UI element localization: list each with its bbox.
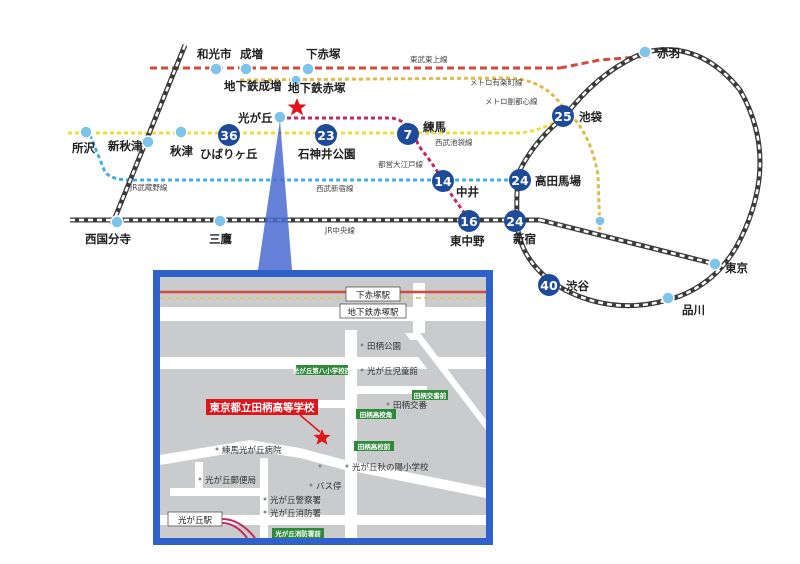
label-chikatetsu-akatsuka: 地下鉄赤塚 bbox=[288, 81, 346, 95]
inset-chikatetsu-akatsuka: 地下鉄赤塚駅 bbox=[347, 307, 399, 318]
label-akabane: 赤羽 bbox=[657, 46, 680, 60]
badge-nerima: 7 bbox=[404, 127, 413, 142]
inset-tagara-koban: 田柄交番 bbox=[393, 400, 428, 411]
label-tokorozawa: 所沢 bbox=[72, 141, 95, 155]
label-shimoakatsuka: 下赤塚 bbox=[306, 47, 341, 61]
time-badges: 36 23 7 25 14 24 16 24 40 bbox=[218, 105, 574, 296]
badge-hibarigaoka: 36 bbox=[220, 128, 238, 143]
inset-aki-no-hi: 光が丘秋の陽小学校 bbox=[352, 462, 429, 473]
badge-nakai: 14 bbox=[434, 174, 452, 189]
label-chuo: JR中央線 bbox=[324, 225, 355, 235]
label-shinakitsu: 新秋津 bbox=[108, 139, 143, 153]
inset-shimoakatsuka: 下赤塚駅 bbox=[356, 291, 391, 301]
label-shakujii: 石神井公園 bbox=[297, 147, 356, 161]
sign-tagara-koban: 田柄交番前 bbox=[414, 391, 447, 400]
badge-higashinakano: 16 bbox=[460, 214, 478, 229]
label-shinjuku: 新宿 bbox=[513, 232, 536, 246]
label-yurakucho: メトロ有楽町線 bbox=[470, 77, 523, 87]
station-dots bbox=[79, 45, 722, 305]
inset-jidokan: 光が丘児童館 bbox=[367, 366, 418, 377]
seibu-ikebukuro-line: 西武池袋線 bbox=[68, 114, 566, 147]
label-hibarigaoka: ひばりヶ丘 bbox=[200, 147, 258, 161]
badge-takadanobaba: 24 bbox=[511, 173, 529, 188]
station-labels: 和光市 成増 地下鉄成増 下赤塚 地下鉄赤塚 光が丘 練馬 石神井公園 ひばりヶ… bbox=[72, 46, 748, 317]
label-ikebukuro: 池袋 bbox=[579, 110, 602, 124]
label-narimasu: 成増 bbox=[240, 47, 263, 61]
inset-bus-stop: バス停 bbox=[316, 481, 342, 492]
label-mitaka: 三鷹 bbox=[209, 232, 232, 246]
inset-police: 光が丘警察署 bbox=[270, 495, 322, 506]
label-nakai: 中井 bbox=[456, 185, 479, 199]
sign-fire-front: 光が丘消防署前 bbox=[274, 529, 321, 538]
jr-yamanote-line bbox=[514, 47, 763, 309]
sign-tagara-hs-front: 田柄高校前 bbox=[358, 442, 391, 451]
inset-fire: 光が丘消防署 bbox=[270, 508, 322, 519]
label-takadanobaba: 高田馬場 bbox=[535, 174, 581, 188]
label-seibu-shinjuku: 西武新宿線 bbox=[316, 183, 354, 193]
inset-hikarigaoka-station: 光が丘駅 bbox=[178, 515, 213, 526]
label-oedo: 都営大江戸線 bbox=[378, 159, 423, 169]
label-shibuya: 渋谷 bbox=[566, 279, 589, 293]
inset-school-label: 東京都立田柄高等学校 bbox=[210, 401, 315, 414]
label-musashino: JR武蔵野線 bbox=[129, 182, 168, 192]
label-akitsu: 秋津 bbox=[170, 144, 193, 158]
inset-map: 下赤塚駅 地下鉄赤塚駅 光が丘駅 光が丘第八小学校西 田柄交番前 田柄高校角 田… bbox=[153, 270, 493, 545]
label-fukutoshin: メトロ副都心線 bbox=[485, 96, 538, 106]
inset-tagara-park: 田柄公園 bbox=[367, 341, 401, 352]
inset-school-star-icon bbox=[313, 429, 331, 445]
sign-8th-school: 光が丘第八小学校西 bbox=[292, 366, 352, 375]
badge-shinjuku: 24 bbox=[506, 214, 524, 229]
label-shinagawa: 品川 bbox=[682, 303, 705, 317]
label-hikarigaoka: 光が丘 bbox=[237, 111, 273, 125]
label-seibu-ikebukuro: 西武池袋線 bbox=[435, 137, 473, 147]
inset-post-office: 光が丘郵便局 bbox=[205, 475, 256, 486]
inset-nerima-hospital: 練馬光が丘病院 bbox=[222, 445, 282, 456]
badge-shibuya: 40 bbox=[540, 278, 558, 293]
label-tokyo: 東京 bbox=[725, 261, 748, 275]
callout-pointer bbox=[258, 120, 292, 270]
label-wakoshi: 和光市 bbox=[197, 47, 232, 61]
sign-tagara-hs-corner: 田柄高校角 bbox=[360, 410, 393, 419]
jr-musashino-line: JR武蔵野線 bbox=[109, 44, 188, 226]
yurakucho-line: メトロ有楽町線 メトロ副都心線 bbox=[239, 76, 602, 236]
label-nishikokubunji: 西国分寺 bbox=[85, 232, 131, 246]
label-chikatetsu-narimasu: 地下鉄成増 bbox=[224, 79, 282, 93]
badge-shakujii: 23 bbox=[317, 128, 334, 143]
school-star-icon bbox=[287, 98, 307, 116]
label-tobu-tojo: 東武東上線 bbox=[410, 54, 448, 64]
label-nerima: 練馬 bbox=[423, 120, 446, 134]
label-higashinakano: 東中野 bbox=[450, 234, 485, 248]
badge-ikebukuro: 25 bbox=[554, 109, 571, 124]
